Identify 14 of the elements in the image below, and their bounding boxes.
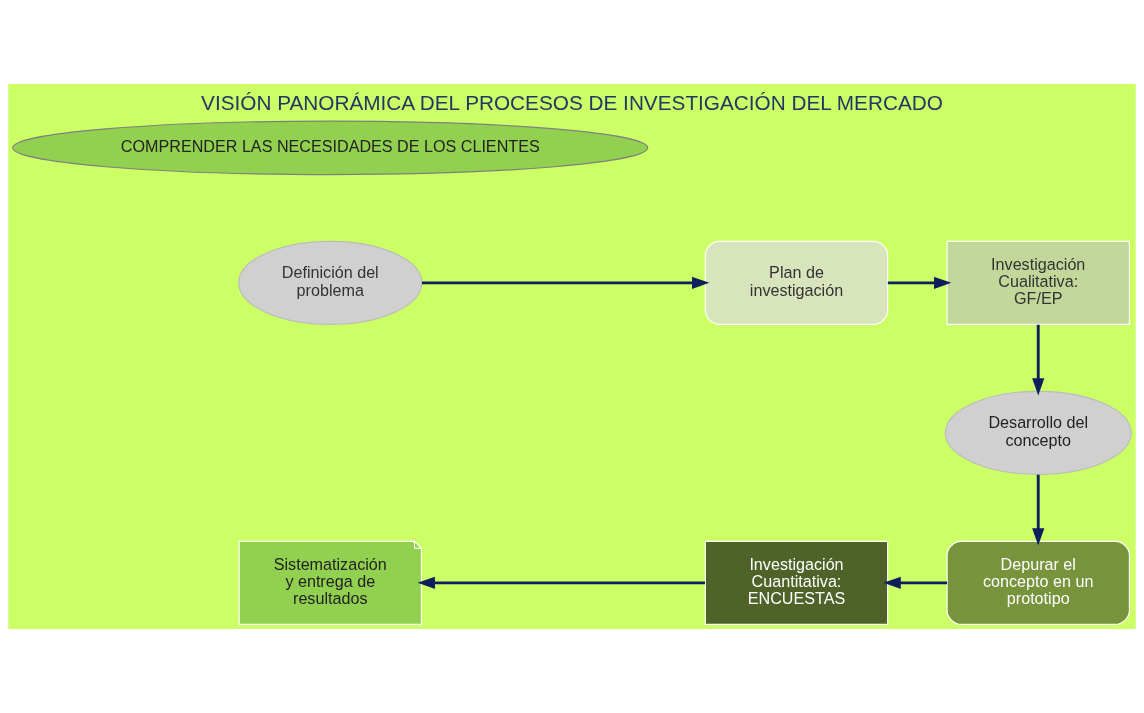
node-box: Investigación Cualitativa: GF/EP (946, 240, 1130, 325)
node-ellipse: Definición del problema (238, 240, 423, 325)
arrow (1032, 474, 1045, 546)
node-box: Investigación Cuantitativa: ENCUESTAS (704, 540, 889, 625)
node-ellipse: COMPRENDER LAS NECESIDADES DE LOS CLIENTES (12, 120, 649, 176)
node-box: Plan de investigación (704, 240, 889, 325)
diagram-title: VISIÓN PANORÁMICA DEL PROCESOS DE INVESTIGACIÓN DEL MERCADO (201, 90, 943, 114)
arrow (883, 576, 947, 589)
arrow (1032, 324, 1045, 396)
node-ellipse: Desarrollo del concepto (944, 390, 1132, 475)
arrow (421, 276, 710, 289)
arrow (417, 576, 705, 589)
node-box: Depurar el concepto en un prototipo (946, 540, 1130, 625)
arrow (887, 276, 952, 289)
